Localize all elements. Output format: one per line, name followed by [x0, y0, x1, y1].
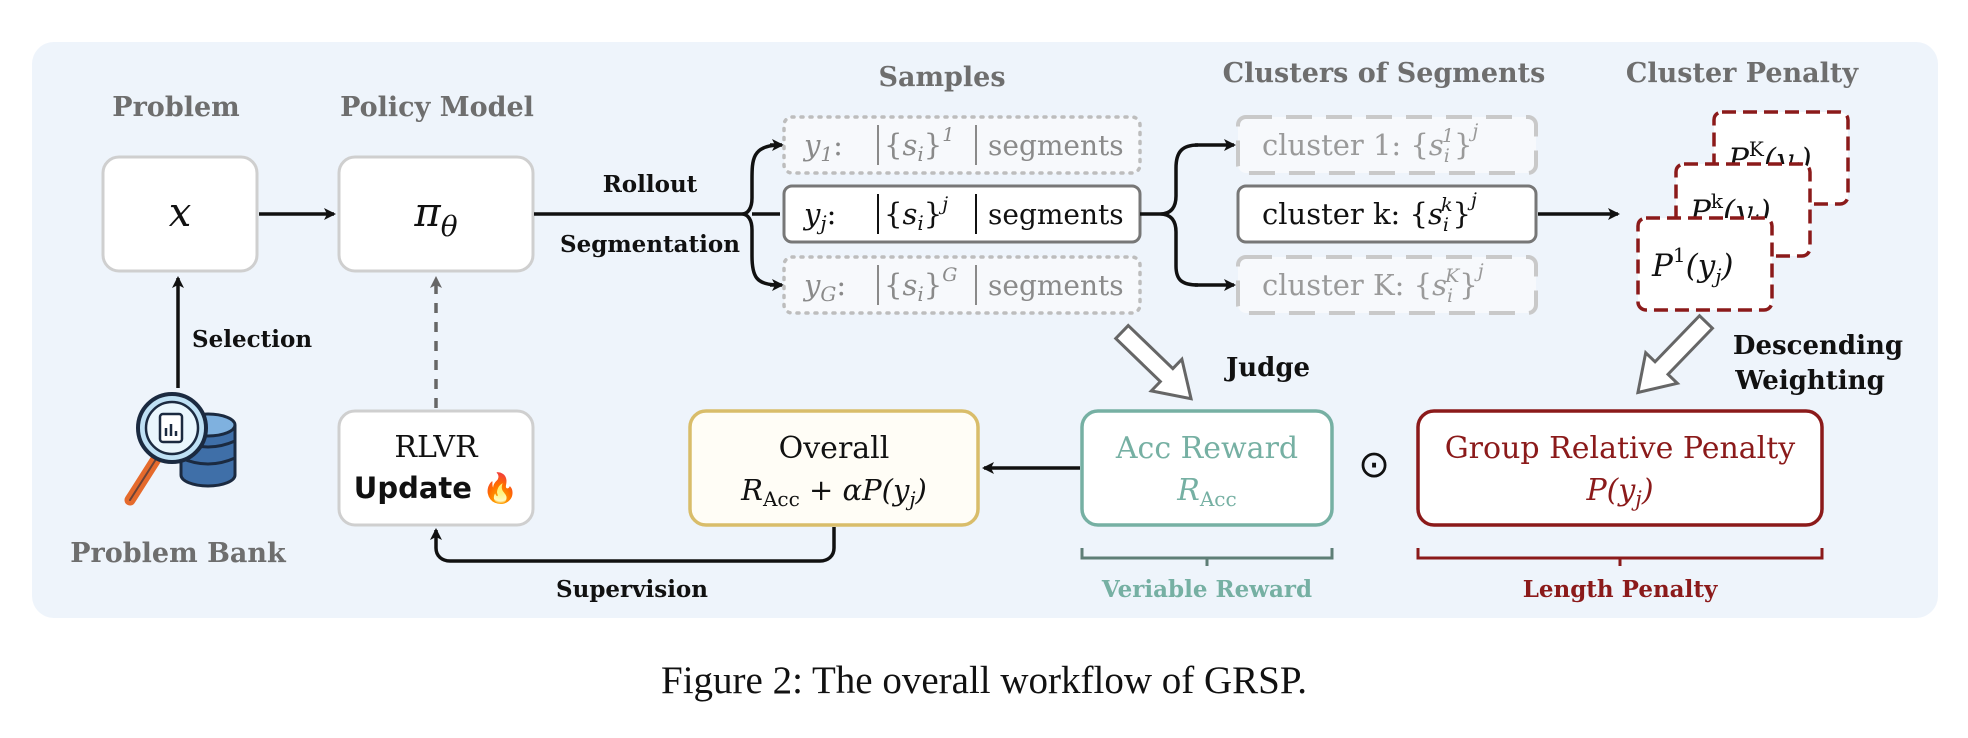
overall-title: Overall	[779, 431, 890, 466]
cluster-box-K: cluster K: {siK}j	[1236, 255, 1538, 315]
clusters-group: cluster 1: {si1}j cluster k: {sik}j cluste…	[1236, 115, 1538, 315]
descending-label: Descending	[1733, 331, 1903, 361]
odot-operator: ⊙	[1358, 442, 1390, 486]
arrow-supervision	[430, 527, 836, 563]
policy-box	[337, 155, 535, 273]
penalty-stack: PK(yj)Pk(yj)P1(yj)	[1636, 110, 1850, 312]
samples-header: Samples	[878, 62, 1005, 93]
samples-group: y1: {si}1 segments yj: {si}j segments yG: {si}G…	[782, 115, 1142, 315]
cluster-penalty-header: Cluster Penalty	[1626, 58, 1859, 89]
descending-arrow	[1636, 313, 1715, 395]
problem-bank-label: Problem Bank	[70, 538, 287, 569]
sample-segment-set: {si}G	[884, 264, 957, 306]
rollout-brace	[741, 143, 781, 287]
selection-label: Selection	[192, 326, 312, 353]
sample-box-1: y1: {si}1 segments	[782, 115, 1142, 175]
judge-label: Judge	[1224, 353, 1310, 383]
problem-bank-icon	[124, 392, 237, 506]
clusters-header: Clusters of Segments	[1223, 58, 1546, 89]
length-penalty-bracket	[1416, 548, 1824, 566]
sample-segments-word: segments	[988, 198, 1124, 231]
rlvr-box	[337, 409, 535, 527]
figure-caption: Figure 2: The overall workflow of GRSP.	[661, 659, 1307, 702]
cluster-box-1: cluster 1: {si1}j	[1236, 115, 1538, 175]
problem-x: x	[169, 190, 192, 236]
sample-box-G: yG: {si}G segments	[782, 255, 1142, 315]
sample-box-j: yj: {si}j segments	[782, 184, 1142, 244]
rlvr-line1: RLVR	[394, 430, 479, 465]
overall-formula: RAcc + αP(yj)	[740, 473, 927, 511]
length-penalty-label: Length Penalty	[1523, 576, 1718, 603]
cluster-brace	[1140, 143, 1199, 287]
policy-model-header: Policy Model	[340, 92, 534, 123]
sample-segments-word: segments	[988, 129, 1124, 162]
cluster-label: cluster 1: {si1}j	[1262, 120, 1478, 167]
sample-label: y1:	[802, 128, 843, 166]
supervision-label: Supervision	[556, 576, 708, 603]
segmentation-label: Segmentation	[560, 231, 740, 258]
sample-label: yj:	[802, 197, 836, 235]
veriable-reward-bracket	[1080, 548, 1334, 566]
sample-segment-set: {si}1	[884, 124, 954, 166]
rlvr-line2: Update 🔥	[354, 471, 518, 505]
policy-pi: πθ	[413, 190, 457, 243]
judge-arrow	[1113, 323, 1194, 401]
penalty-formula: P1(yj)	[1651, 243, 1734, 288]
sample-segment-set: {si}j	[884, 193, 948, 235]
sample-label: yG:	[802, 268, 846, 306]
cluster-label: cluster k: {sik}j	[1262, 189, 1477, 236]
group-penalty-box	[1416, 409, 1824, 527]
acc-reward-box	[1080, 409, 1334, 527]
problem-header: Problem	[112, 92, 239, 123]
problem-box	[101, 155, 259, 273]
group-penalty-title: Group Relative Penalty	[1445, 431, 1796, 466]
cluster-label: cluster K: {siK}j	[1262, 260, 1484, 307]
overall-box	[688, 409, 980, 527]
veriable-reward-label: Veriable Reward	[1101, 576, 1312, 603]
cluster-box-k: cluster k: {sik}j	[1236, 184, 1538, 244]
acc-reward-formula: RAcc	[1176, 473, 1236, 511]
penalty-card-1: P1(yj)	[1636, 216, 1774, 312]
group-penalty-formula: P(yj)	[1585, 473, 1653, 511]
weighting-label: Weighting	[1734, 366, 1885, 396]
rollout-label: Rollout	[603, 171, 698, 198]
sample-segments-word: segments	[988, 269, 1124, 302]
acc-reward-title: Acc Reward	[1115, 431, 1298, 466]
